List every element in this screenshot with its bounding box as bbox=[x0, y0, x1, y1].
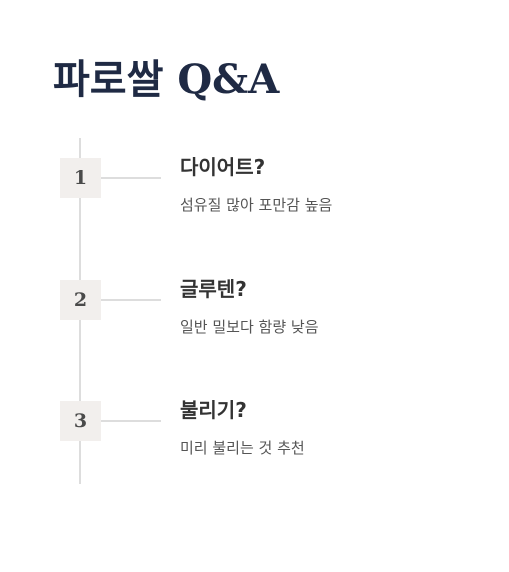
step-number-badge: 3 bbox=[60, 401, 101, 441]
qa-item: 2 글루텐? 일반 밀보다 함량 낮음 bbox=[0, 272, 509, 362]
step-number-badge: 2 bbox=[60, 280, 101, 320]
connector-line bbox=[101, 420, 161, 422]
answer-text: 섬유질 많아 포만감 높음 bbox=[180, 196, 333, 214]
question-heading: 다이어트? bbox=[180, 155, 266, 179]
qa-item: 3 불리기? 미리 불리는 것 추천 bbox=[0, 393, 509, 483]
qa-item: 1 다이어트? 섬유질 많아 포만감 높음 bbox=[0, 150, 509, 240]
connector-line bbox=[101, 177, 161, 179]
question-heading: 불리기? bbox=[180, 398, 247, 422]
question-heading: 글루텐? bbox=[180, 277, 247, 301]
page-title: 파로쌀 Q&A bbox=[53, 56, 280, 103]
step-number-badge: 1 bbox=[60, 158, 101, 198]
answer-text: 미리 불리는 것 추천 bbox=[180, 439, 305, 457]
answer-text: 일반 밀보다 함량 낮음 bbox=[180, 318, 319, 336]
connector-line bbox=[101, 299, 161, 301]
